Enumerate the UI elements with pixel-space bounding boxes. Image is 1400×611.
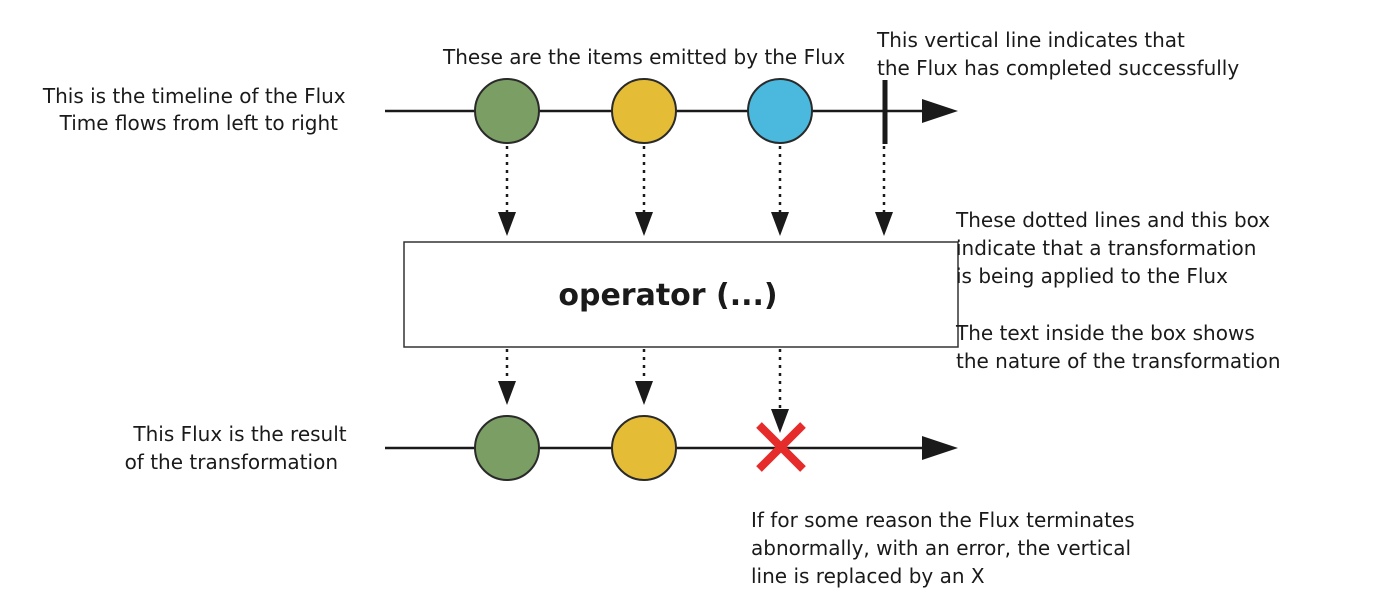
result-note-line-2: of the transformation <box>125 450 338 474</box>
output-items <box>474 415 677 481</box>
result-timeline-arrowhead <box>922 436 958 460</box>
connector-head-6 <box>635 381 653 405</box>
output-item-yellow <box>611 415 677 481</box>
input-connector-heads <box>498 212 893 236</box>
output-item-green <box>474 415 540 481</box>
transformation-note: These dotted lines and this box indicate… <box>955 208 1276 288</box>
transformation-note-line-2: indicate that a transformation <box>956 236 1256 260</box>
box-text-note-line-2: the nature of the transformation <box>956 349 1281 373</box>
error-note-line-1: If for some reason the Flux terminates <box>751 508 1135 532</box>
timeline-note-line-1: This is the timeline of the Flux <box>42 84 346 108</box>
input-item-yellow <box>611 78 677 144</box>
error-note-line-2: abnormally, with an error, the vertical <box>751 536 1131 560</box>
operator-label: operator (...) <box>558 278 777 313</box>
items-note: These are the items emitted by the Flux <box>442 45 845 69</box>
completion-note-line-1: This vertical line indicates that <box>876 28 1185 52</box>
input-item-green <box>474 78 540 144</box>
completion-note: This vertical line indicates that the Fl… <box>876 28 1239 80</box>
input-items <box>474 78 813 144</box>
completion-note-line-2: the Flux has completed successfully <box>877 56 1239 80</box>
result-note: This Flux is the result of the transform… <box>125 422 353 474</box>
operator-box <box>403 241 959 348</box>
connector-head-3 <box>771 212 789 236</box>
input-connectors <box>505 146 886 213</box>
box-text-note: The text inside the box shows the nature… <box>955 321 1281 373</box>
connector-head-7 <box>771 409 789 433</box>
box-text-note-line-1: The text inside the box shows <box>955 321 1255 345</box>
transformation-note-line-1: These dotted lines and this box <box>955 208 1270 232</box>
connector-head-1 <box>498 212 516 236</box>
connector-head-2 <box>635 212 653 236</box>
timeline-note: This is the timeline of the Flux Time fl… <box>42 84 352 135</box>
error-x-icon <box>756 422 806 472</box>
transformation-note-line-3: is being applied to the Flux <box>956 264 1228 288</box>
error-note: If for some reason the Flux terminates a… <box>751 508 1141 588</box>
output-connectors <box>505 349 782 410</box>
connector-head-5 <box>498 381 516 405</box>
input-item-blue <box>747 78 813 144</box>
timeline-note-line-2: Time flows from left to right <box>59 111 339 135</box>
connector-head-4 <box>875 212 893 236</box>
result-note-line-1: This Flux is the result <box>132 422 346 446</box>
output-connector-heads <box>498 381 789 433</box>
source-timeline-arrowhead <box>922 99 958 123</box>
error-note-line-3: line is replaced by an X <box>751 564 985 588</box>
